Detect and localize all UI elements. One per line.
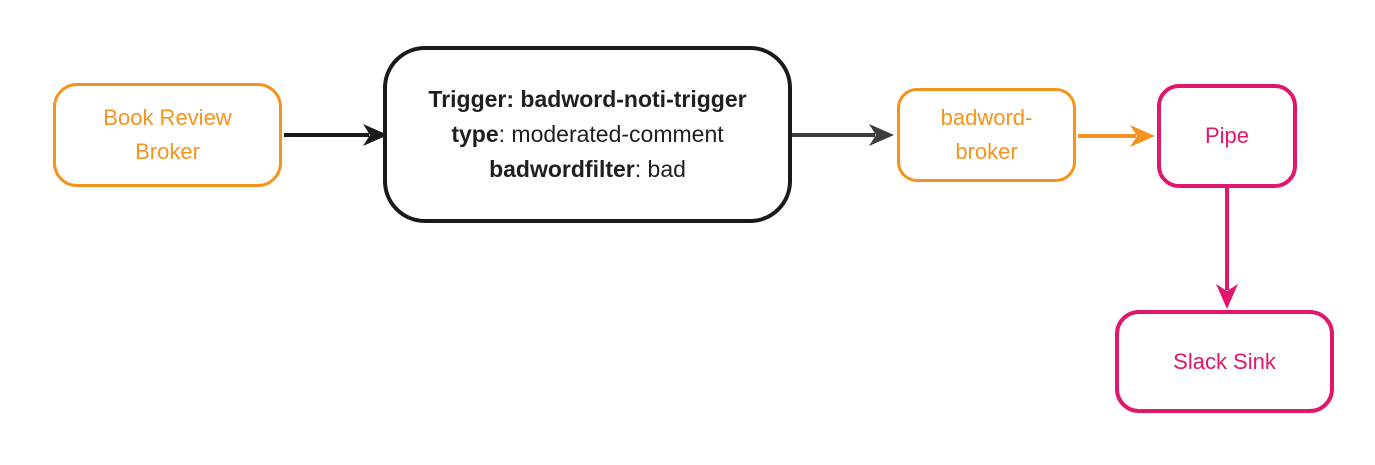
trigger-filter-key: badwordfilter <box>489 156 635 182</box>
trigger-text-block: Trigger: badword-noti-trigger type: mode… <box>428 82 746 187</box>
node-badword-broker: badword-broker <box>897 88 1076 182</box>
node-book-review-broker-label: Book Review Broker <box>103 105 232 164</box>
trigger-filter-value: : bad <box>634 156 686 182</box>
node-pipe-label: Pipe <box>1204 123 1250 148</box>
trigger-type-value: : moderated-comment <box>498 121 724 147</box>
arrow-trigger-to-broker <box>792 124 894 146</box>
node-slack-sink: Slack Sink <box>1115 310 1334 413</box>
node-book-review-broker: Book Review Broker <box>53 83 282 187</box>
trigger-line-type: type: moderated-comment <box>428 117 746 152</box>
trigger-name-bold: Trigger: badword-noti-trigger <box>428 86 747 112</box>
trigger-type-key: type <box>451 121 499 147</box>
node-pipe: Pipe <box>1157 84 1297 188</box>
arrow-pipe-to-sink <box>1216 188 1238 309</box>
node-badword-broker-label: badword-broker <box>940 105 1033 164</box>
arrow-book-to-trigger <box>284 124 388 146</box>
trigger-line-filter: badwordfilter: bad <box>428 152 746 187</box>
arrow-broker-to-pipe <box>1078 125 1155 147</box>
trigger-line-name: Trigger: badword-noti-trigger <box>428 82 746 117</box>
node-slack-sink-label: Slack Sink <box>1173 348 1276 374</box>
node-trigger-badword-noti-trigger: Trigger: badword-noti-trigger type: mode… <box>383 46 792 223</box>
